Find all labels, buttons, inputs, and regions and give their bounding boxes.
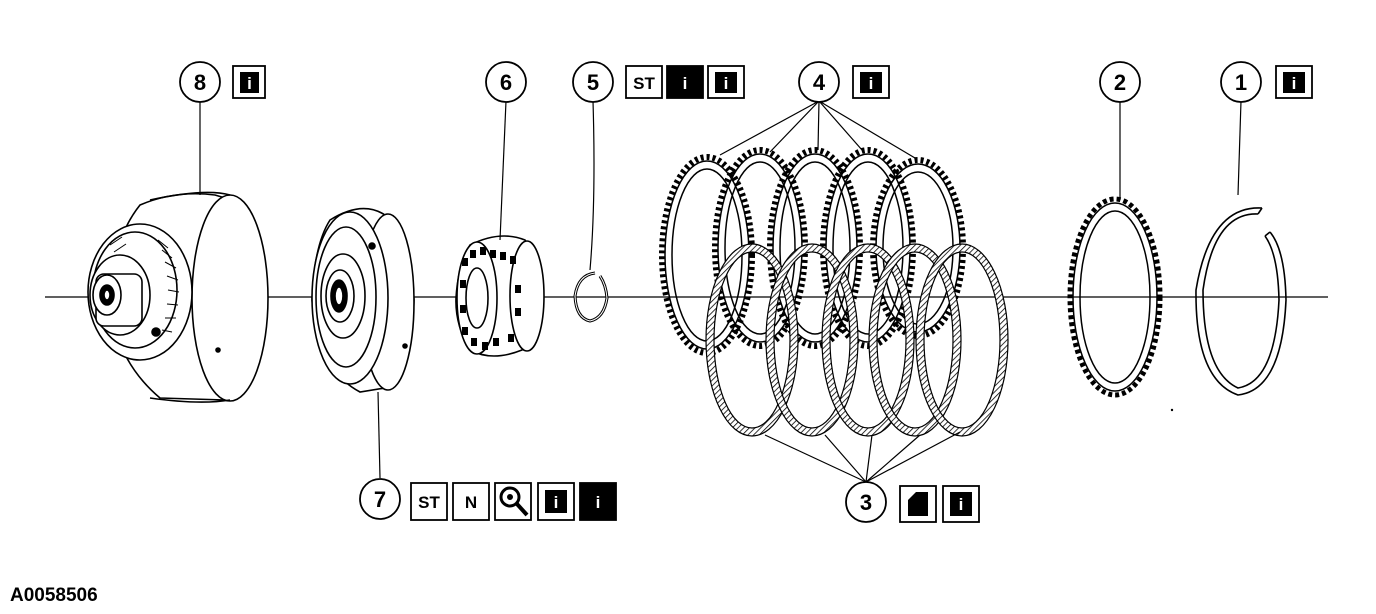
callout-1: 1 i <box>1220 61 1313 103</box>
part-1-retaining-ring <box>1195 207 1287 396</box>
info-tag-filled: i <box>596 493 601 512</box>
callout-7: 7 ST N i i <box>359 478 617 521</box>
callout-2-number: 2 <box>1114 70 1126 95</box>
info-tag: i <box>1292 74 1297 93</box>
info-tag: i <box>554 493 559 512</box>
special-tool-tag: ST <box>418 493 440 512</box>
info-tag: i <box>959 495 964 514</box>
callout-6: 6 <box>485 61 527 103</box>
part-8-drum-assembly <box>87 191 269 403</box>
part-6-one-way-clutch <box>455 235 545 357</box>
speck <box>1170 408 1174 412</box>
callout-3: 3 i <box>845 481 980 523</box>
callout-2: 2 <box>1099 61 1141 103</box>
info-tag: i <box>869 74 874 93</box>
callout-6-number: 6 <box>500 70 512 95</box>
callout-8-number: 8 <box>194 70 206 95</box>
info-tag-filled: i <box>683 74 688 93</box>
special-tool-tag: ST <box>633 74 655 93</box>
new-part-tag: N <box>465 493 477 512</box>
callout-4: 4 i <box>798 61 890 103</box>
callout-3-number: 3 <box>860 490 872 515</box>
callout-5: 5 ST i i <box>572 61 745 103</box>
oil-can-icon <box>899 485 937 523</box>
leader-lines <box>199 100 1242 483</box>
part-2-pressure-plate <box>1067 196 1163 398</box>
part-3-friction-plates <box>705 243 1009 437</box>
callout-4-number: 4 <box>813 70 826 95</box>
info-tag: i <box>247 74 252 93</box>
callout-1-number: 1 <box>1235 70 1247 95</box>
info-tag: i <box>724 74 729 93</box>
callout-8: 8 i <box>179 61 266 103</box>
figure-id: A0058506 <box>10 585 98 606</box>
magnifier-icon <box>494 482 532 521</box>
part-7-piston-housing <box>311 207 415 393</box>
callout-7-number: 7 <box>374 487 386 512</box>
callout-5-number: 5 <box>587 70 599 95</box>
